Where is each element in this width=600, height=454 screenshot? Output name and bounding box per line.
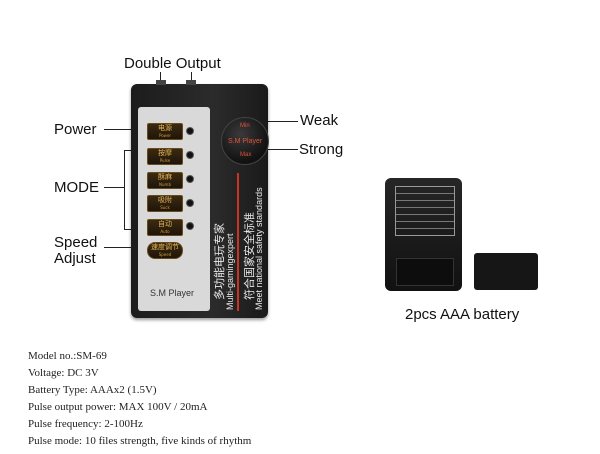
weak-label: Weak [300, 112, 339, 129]
spec-list: Model no.:SM-69 Voltage: DC 3V Battery T… [28, 348, 251, 450]
mode-led-2 [186, 175, 194, 183]
speed-line [104, 247, 145, 248]
speed-adjust-label-line2: Adjust [54, 250, 96, 267]
output-jack-right [186, 80, 196, 85]
double-output-line-right [191, 72, 192, 85]
strong-line [262, 149, 298, 150]
panel-brand-text: S.M Player [150, 288, 195, 298]
battery-compartment [396, 258, 454, 286]
mode-led-1 [186, 151, 194, 159]
red-stripe [237, 173, 239, 311]
power-led [186, 127, 194, 135]
double-output-line-left [160, 72, 161, 85]
vertical-en-text-1: Multi-gamingexpert [225, 233, 235, 310]
knob-brand-label: S.M Player [228, 138, 263, 145]
spec-model: Model no.:SM-69 [28, 350, 107, 362]
spec-frequency: Pulse frequency: 2-100Hz [28, 418, 143, 430]
vertical-en-text-2: Meet national safety standards [254, 187, 264, 310]
spec-voltage: Voltage: DC 3V [28, 367, 99, 379]
spec-mode: Pulse mode: 10 files strength, five kind… [28, 435, 252, 447]
knob-min-label: Min [240, 123, 250, 129]
spec-battery-type: Battery Type: AAAx2 (1.5V) [28, 384, 157, 396]
knob-max-label: Max [240, 152, 252, 158]
power-label: Power [54, 121, 97, 138]
mode-led-3 [186, 199, 194, 207]
mode-line [104, 187, 124, 188]
power-line [104, 129, 145, 130]
spec-label-sticker [395, 186, 455, 236]
battery-label: 2pcs AAA battery [405, 306, 520, 323]
mode-led-4 [186, 222, 194, 230]
battery-cover [474, 253, 538, 290]
output-jack-left [156, 80, 166, 85]
strong-label: Strong [299, 141, 344, 158]
mode-bracket [124, 150, 125, 230]
speed-adjust-label-line1: Speed [54, 234, 98, 251]
spec-output-power: Pulse output power: MAX 100V / 20mA [28, 401, 208, 413]
intensity-knob[interactable]: Min S.M Player Max [221, 117, 269, 165]
mode-label: MODE [54, 179, 99, 196]
double-output-label: Double Output [124, 55, 221, 72]
weak-line [258, 121, 298, 122]
